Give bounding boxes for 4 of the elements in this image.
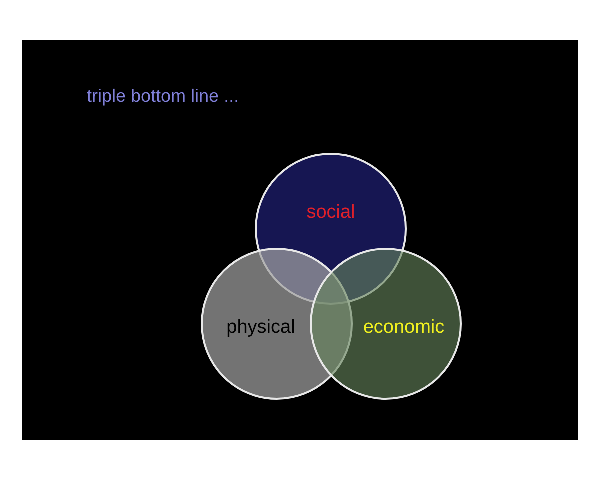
slide-title: triple bottom line ...: [87, 86, 240, 107]
circle-label: economic: [363, 317, 445, 339]
circle-label: physical: [226, 317, 296, 339]
circle-label: social: [306, 202, 356, 224]
